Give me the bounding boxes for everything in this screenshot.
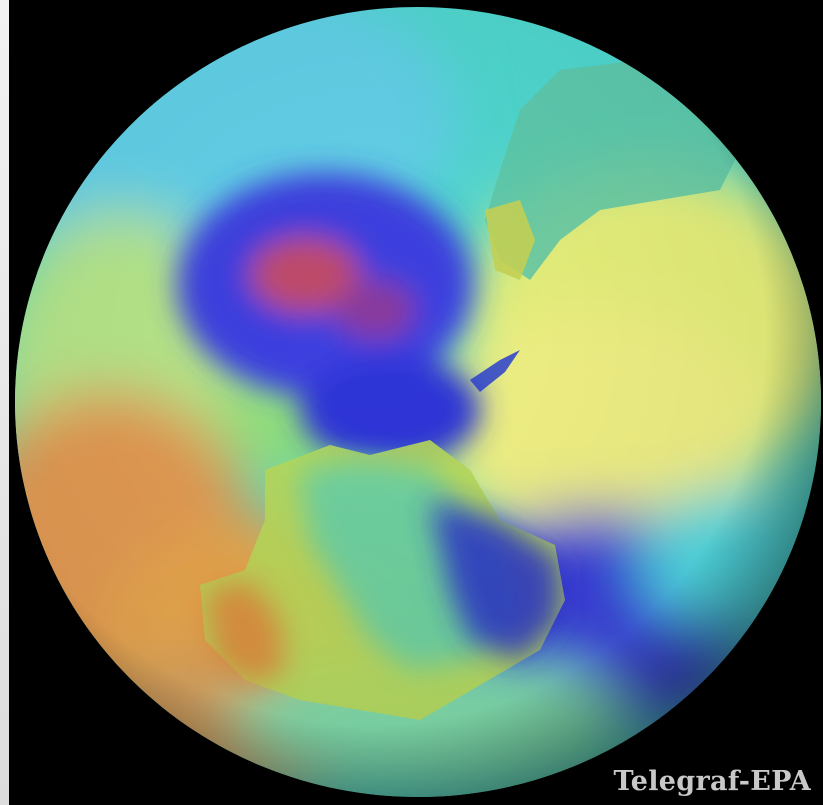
left-border-strip [0,0,9,805]
watermark-text: Telegraf-EPA [613,766,811,797]
